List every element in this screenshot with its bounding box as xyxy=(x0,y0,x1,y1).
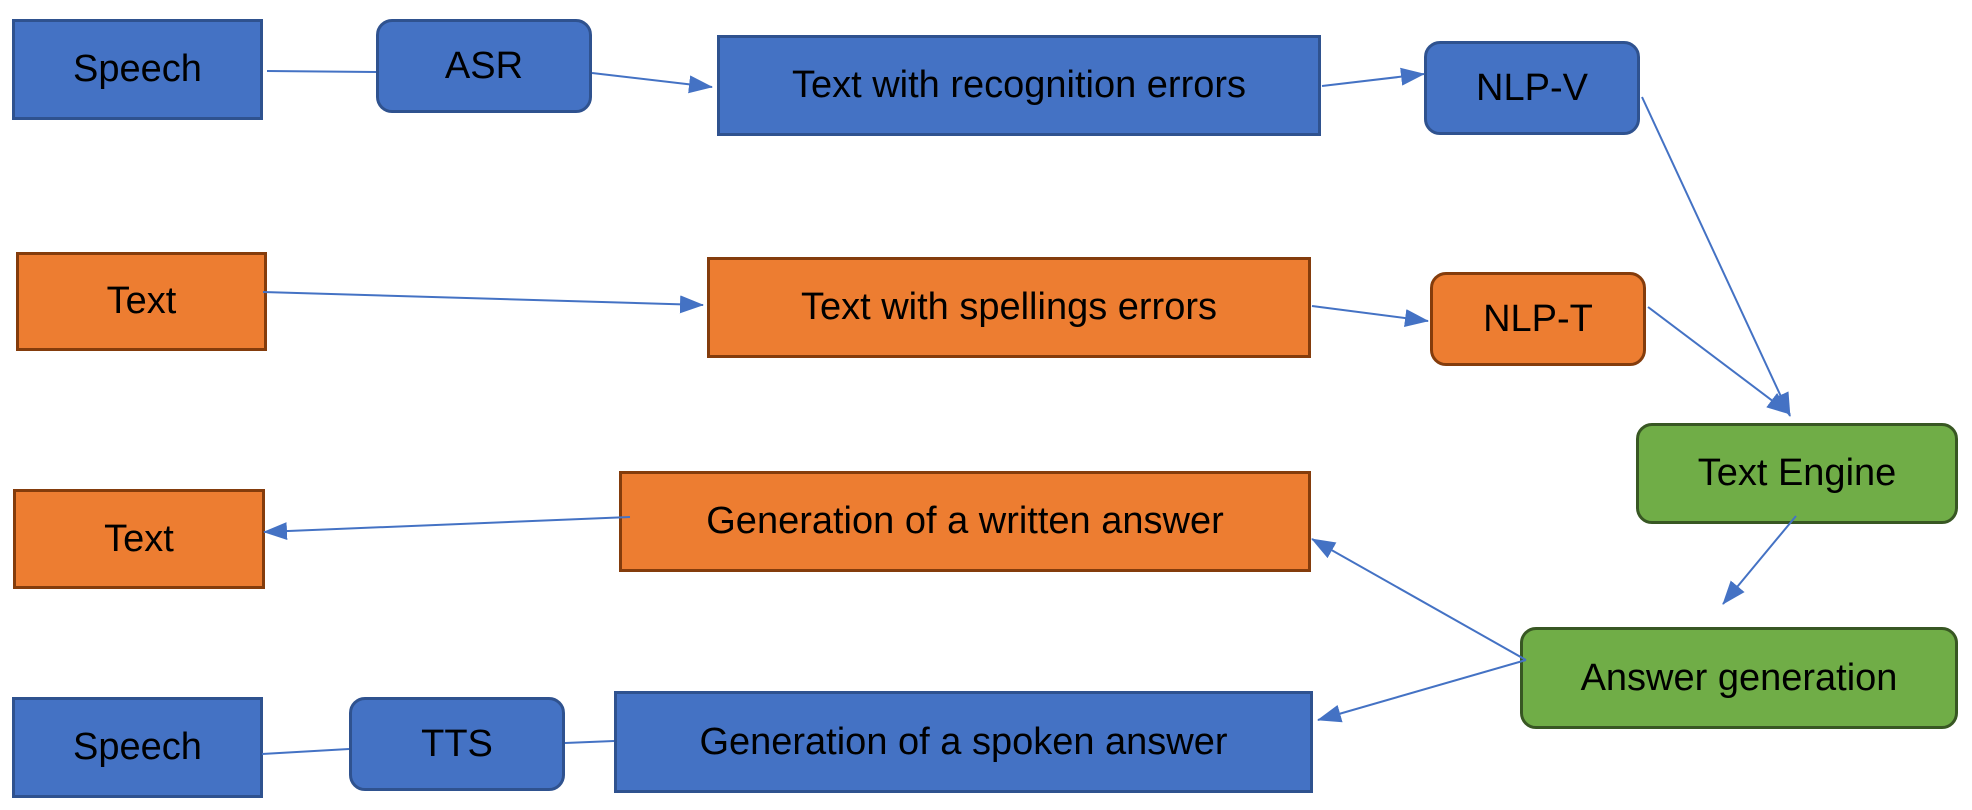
text-input-label: Text xyxy=(106,280,177,322)
speech-output-label: Speech xyxy=(73,726,202,768)
text-input-box: Text xyxy=(16,252,267,351)
arrow-written-answer-to-text-output xyxy=(263,516,631,541)
text-spelling-errors-box: Text with spellings errors xyxy=(707,257,1311,358)
written-answer-box: Generation of a written answer xyxy=(619,471,1311,572)
arrow-nlp-t-to-text-engine xyxy=(1647,306,1791,415)
text-spelling-errors-label: Text with spellings errors xyxy=(800,286,1218,328)
text-output-label: Text xyxy=(104,517,174,560)
asr-box: ASR xyxy=(376,19,592,113)
nlp-v-box: NLP-V xyxy=(1424,41,1640,135)
arrow-answer-generation-to-written-answer xyxy=(1311,538,1527,661)
speech-input-box: Speech xyxy=(12,19,263,120)
written-answer-label: Generation of a written answer xyxy=(706,500,1224,542)
arrow-recognition-text-to-nlp-v xyxy=(1321,67,1425,87)
arrow-text-to-spelling-text xyxy=(262,291,704,314)
arrow-answer-generation-to-spoken-answer xyxy=(1317,659,1527,723)
speech-output-box: Speech xyxy=(12,697,263,798)
text-engine-box: Text Engine xyxy=(1636,423,1958,524)
arrow-asr-to-recognition-text xyxy=(591,72,713,94)
text-recognition-errors-label: Text with recognition errors xyxy=(791,64,1247,106)
asr-label: ASR xyxy=(444,44,524,87)
nlp-t-box: NLP-T xyxy=(1430,272,1646,366)
text-output-box: Text xyxy=(13,489,265,589)
nlp-v-label: NLP-V xyxy=(1476,66,1588,109)
arrow-text-engine-to-answer-generation xyxy=(1722,515,1797,605)
tts-label: TTS xyxy=(421,722,493,765)
connector-spoken-answer-to-tts xyxy=(564,740,615,744)
connector-tts-to-speech-output xyxy=(261,748,350,755)
tts-box: TTS xyxy=(349,697,565,791)
answer-generation-label: Answer generation xyxy=(1580,656,1898,699)
nlp-t-label: NLP-T xyxy=(1483,297,1593,340)
arrow-nlp-v-to-text-engine xyxy=(1641,96,1791,417)
answer-generation-box: Answer generation xyxy=(1520,627,1958,729)
text-engine-label: Text Engine xyxy=(1697,452,1897,494)
spoken-answer-box: Generation of a spoken answer xyxy=(614,691,1313,793)
spoken-answer-label: Generation of a spoken answer xyxy=(699,720,1228,763)
arrow-spelling-text-to-nlp-t xyxy=(1311,305,1429,327)
text-recognition-errors-box: Text with recognition errors xyxy=(717,35,1321,136)
speech-input-label: Speech xyxy=(73,48,202,90)
connector-speech-to-asr xyxy=(266,70,377,73)
